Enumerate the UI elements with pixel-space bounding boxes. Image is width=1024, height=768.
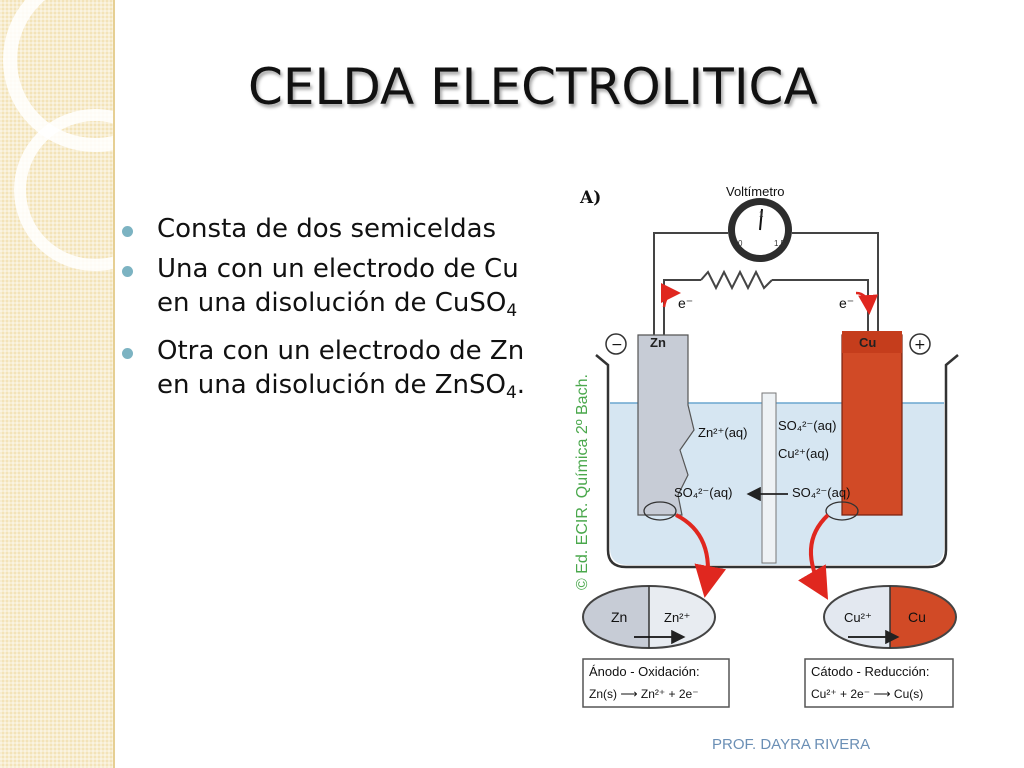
- cathode-zoom-arrow: [798, 513, 830, 600]
- cathode-detail: Cu²⁺ Cu: [823, 585, 957, 649]
- footer-author: PROF. DAYRA RIVERA: [712, 736, 871, 753]
- plus-sign: +: [914, 337, 926, 353]
- anode-label: Zn: [650, 335, 666, 350]
- copyright-watermark: © Ed. ECIR. Química 2º Bach.: [574, 374, 591, 590]
- circuit-wires: [653, 232, 879, 335]
- anode-equation-box: Ánodo - Oxidación: Zn(s) ⟶ Zn²⁺ + 2e⁻: [582, 658, 730, 708]
- cathode-box-equation: Cu²⁺ + 2e⁻ ⟶ Cu(s): [811, 687, 923, 701]
- bullet-dot-icon: [122, 266, 133, 277]
- electron-label-right: e⁻: [839, 295, 854, 311]
- electron-label-left: e⁻: [678, 295, 693, 311]
- copper-ion-label: Cu²⁺(aq): [778, 446, 829, 461]
- cathode-equation-box: Cátodo - Reducción: Cu²⁺ + 2e⁻ ⟶ Cu(s): [804, 658, 954, 708]
- dial-max: 1,5: [774, 239, 786, 248]
- electron-flow-arrow-left: [660, 283, 681, 308]
- zoom-right-metal: Cu: [908, 609, 926, 625]
- bullet-text: Una con un electrodo de Cu en una disolu…: [157, 254, 519, 318]
- electron-flow-arrow-right: [855, 291, 879, 315]
- bullet-dot-icon: [122, 348, 133, 359]
- bullet-text: Otra con un electrodo de Zn en una disol…: [157, 336, 525, 400]
- copper-electrode: [841, 334, 903, 516]
- positive-terminal-icon: [909, 333, 931, 355]
- bullet-item: Otra con un electrodo de Zn en una disol…: [120, 334, 540, 410]
- sulfate-ion-label-right: SO₄²⁻(aq): [792, 485, 850, 500]
- zinc-ion-label: Zn²⁺(aq): [698, 425, 747, 440]
- bullet-subscript: 4: [506, 301, 518, 321]
- bullet-item: Una con un electrodo de Cu en una disolu…: [120, 252, 540, 328]
- bullet-subscript: 4: [505, 383, 517, 403]
- anode-detail: Zn Zn²⁺: [582, 585, 716, 649]
- dial-min: 0: [738, 239, 743, 248]
- dial-mid: 1: [759, 210, 764, 219]
- bullet-dot-icon: [122, 226, 133, 237]
- zoom-right-ion: Cu²⁺: [844, 610, 872, 625]
- sulfate-ion-label-left: SO₄²⁻(aq): [674, 485, 732, 500]
- cathode-box-title: Cátodo - Reducción:: [811, 664, 930, 679]
- decorative-rings: [3, 0, 113, 271]
- zinc-electrode: [637, 334, 695, 516]
- bullet-item: Consta de dos semiceldas: [120, 212, 540, 246]
- slide-title: CELDA ELECTROLITICA: [248, 58, 818, 116]
- cathode-label: Cu: [859, 335, 876, 350]
- copper-electrode-cap: [842, 331, 902, 353]
- anode-zoom-arrow: [675, 513, 727, 598]
- cathode-zoom-marker: [825, 501, 859, 521]
- bullet-text: Consta de dos semiceldas: [157, 214, 497, 244]
- anode-zoom-marker: [643, 501, 677, 521]
- zoom-left-metal: Zn: [611, 609, 627, 625]
- panel-label: A): [579, 188, 601, 208]
- voltmeter-icon: 0 1 1,5: [728, 198, 792, 262]
- sulfate-ion-label: SO₄²⁻(aq): [778, 418, 836, 433]
- anode-box-title: Ánodo - Oxidación:: [589, 664, 700, 679]
- zoom-left-ion: Zn²⁺: [664, 610, 690, 625]
- voltmeter-label: Voltímetro: [726, 184, 785, 199]
- porous-partition: [761, 392, 777, 564]
- electrolytic-cell-diagram: A) Voltímetro 0 1 1,5 e⁻ e⁻ Zn − Cu + Zn…: [556, 175, 988, 723]
- negative-terminal-icon: [605, 333, 627, 355]
- minus-sign: −: [611, 337, 623, 353]
- decorative-side-strip: [0, 0, 115, 768]
- anode-box-equation: Zn(s) ⟶ Zn²⁺ + 2e⁻: [589, 687, 699, 701]
- bullet-tail: .: [516, 370, 526, 400]
- bullet-list: Consta de dos semiceldas Una con un elec…: [120, 212, 540, 416]
- beaker-outline: [595, 354, 959, 569]
